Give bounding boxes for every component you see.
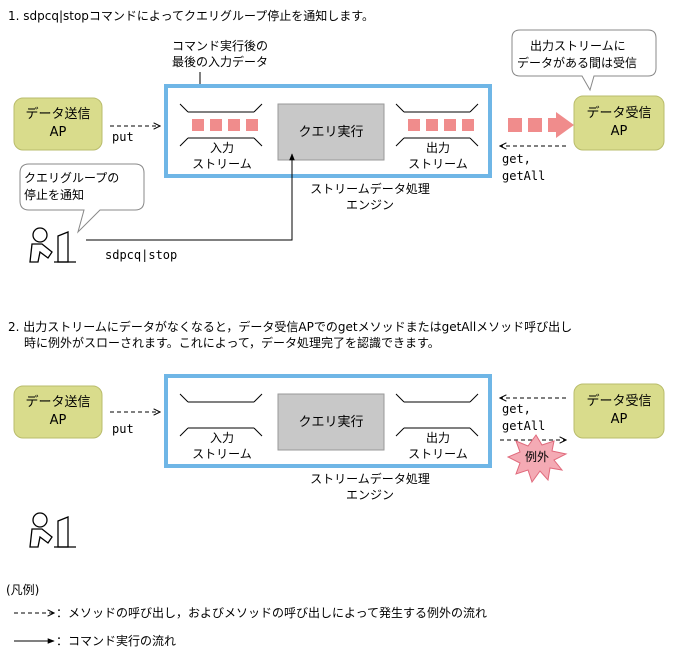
sender-ap-1: データ送信 AP (13, 97, 103, 151)
output-stream-2-line2: ストリーム (408, 447, 468, 461)
bubble-output-data: 出力ストリームに データがある間は受信 (511, 29, 657, 92)
input-data-block (192, 119, 204, 131)
output-stream-2-line1: 出力 (426, 431, 450, 445)
bubble-stop-notice: クエリグループの 停止を通知 (19, 163, 145, 234)
query-box-1 (277, 103, 385, 161)
exception-label: 例外 (525, 450, 549, 464)
input-stream-1-line1: 入力 (210, 141, 234, 155)
input-data-block (246, 119, 258, 131)
sender-ap-1-line2: AP (50, 125, 67, 140)
output-stream-2 (395, 393, 479, 437)
receiver-ap-1-line1: データ受信 (586, 105, 651, 121)
input-stream-1-line2: ストリーム (192, 157, 252, 171)
sender-ap-2-line1: データ送信 (25, 394, 90, 410)
sender-ap-2-line2: AP (50, 413, 67, 428)
step2-caption-line2: 時に例外がスローされます。これによって，データ処理完了を認識できます。 (24, 335, 440, 350)
query-box-2 (277, 393, 385, 451)
output-data-block (462, 119, 474, 131)
input-stream-1 (179, 103, 263, 147)
command-arrow (86, 153, 295, 241)
exception-burst: 例外 (506, 434, 568, 484)
sender-ap-1-line1: データ送信 (25, 106, 90, 122)
getall-label-2: getAll (502, 419, 545, 433)
receiver-ap-2-line2: AP (611, 412, 628, 427)
get-label-1: get, (502, 152, 531, 166)
output-data-block (444, 119, 456, 131)
output-stream-1-line2: ストリーム (408, 157, 468, 171)
output-data-block (426, 119, 438, 131)
put-label-2: put (112, 422, 134, 436)
input-stream-2 (179, 393, 263, 437)
query-label-2: クエリ実行 (298, 414, 363, 430)
command-label: sdpcq|stop (105, 248, 177, 262)
legend-solid-text: ：コマンド実行の流れ (56, 633, 176, 648)
input-stream-2-line1: 入力 (210, 431, 234, 445)
note-last-data-line2: 最後の入力データ (172, 54, 268, 69)
receiver-ap-2: データ受信 AP (573, 383, 665, 439)
step1-caption: 1. sdpcq|stopコマンドによってクエリグループ停止を通知します。 (8, 8, 374, 23)
receiver-ap-2-line1: データ受信 (586, 393, 651, 409)
note-last-data-line1: コマンド実行後の (172, 38, 268, 53)
engine-label-2-line1: ストリームデータ処理 (310, 471, 430, 486)
output-data-block (408, 119, 420, 131)
operator-icon (29, 512, 76, 548)
get-label-2: get, (502, 402, 531, 416)
engine-label-1-line1: ストリームデータ処理 (310, 181, 430, 196)
bubble-stop-line2: 停止を通知 (24, 187, 84, 202)
input-stream-2-line2: ストリーム (192, 447, 252, 461)
legend-title: (凡例) (6, 583, 39, 597)
getall-label-1: getAll (502, 169, 545, 183)
data-flow-arrow (508, 112, 574, 138)
receiver-ap-1: データ受信 AP (573, 95, 665, 151)
sender-ap-2: データ送信 AP (13, 385, 103, 439)
operator-icon (29, 227, 76, 263)
engine-label-1-line2: エンジン (346, 198, 394, 212)
bubble-stop-line1: クエリグループの (24, 171, 119, 185)
bubble-output-line2: データがある間は受信 (517, 55, 637, 70)
output-stream-1-line1: 出力 (426, 141, 450, 155)
output-stream-1 (395, 103, 479, 147)
input-data-block (210, 119, 222, 131)
receiver-ap-1-line2: AP (611, 124, 628, 139)
engine-label-2-line2: エンジン (346, 488, 394, 502)
query-label-1: クエリ実行 (298, 124, 363, 140)
bubble-output-line1: 出力ストリームに (530, 39, 626, 53)
step2-caption-line1: 2. 出力ストリームにデータがなくなると，データ受信APでのgetメソッドまたは… (8, 319, 572, 334)
put-label-1: put (112, 130, 134, 144)
legend-dashed-text: ：メソッドの呼び出し，およびメソッドの呼び出しによって発生する例外の流れ (56, 606, 487, 620)
input-data-block (228, 119, 240, 131)
